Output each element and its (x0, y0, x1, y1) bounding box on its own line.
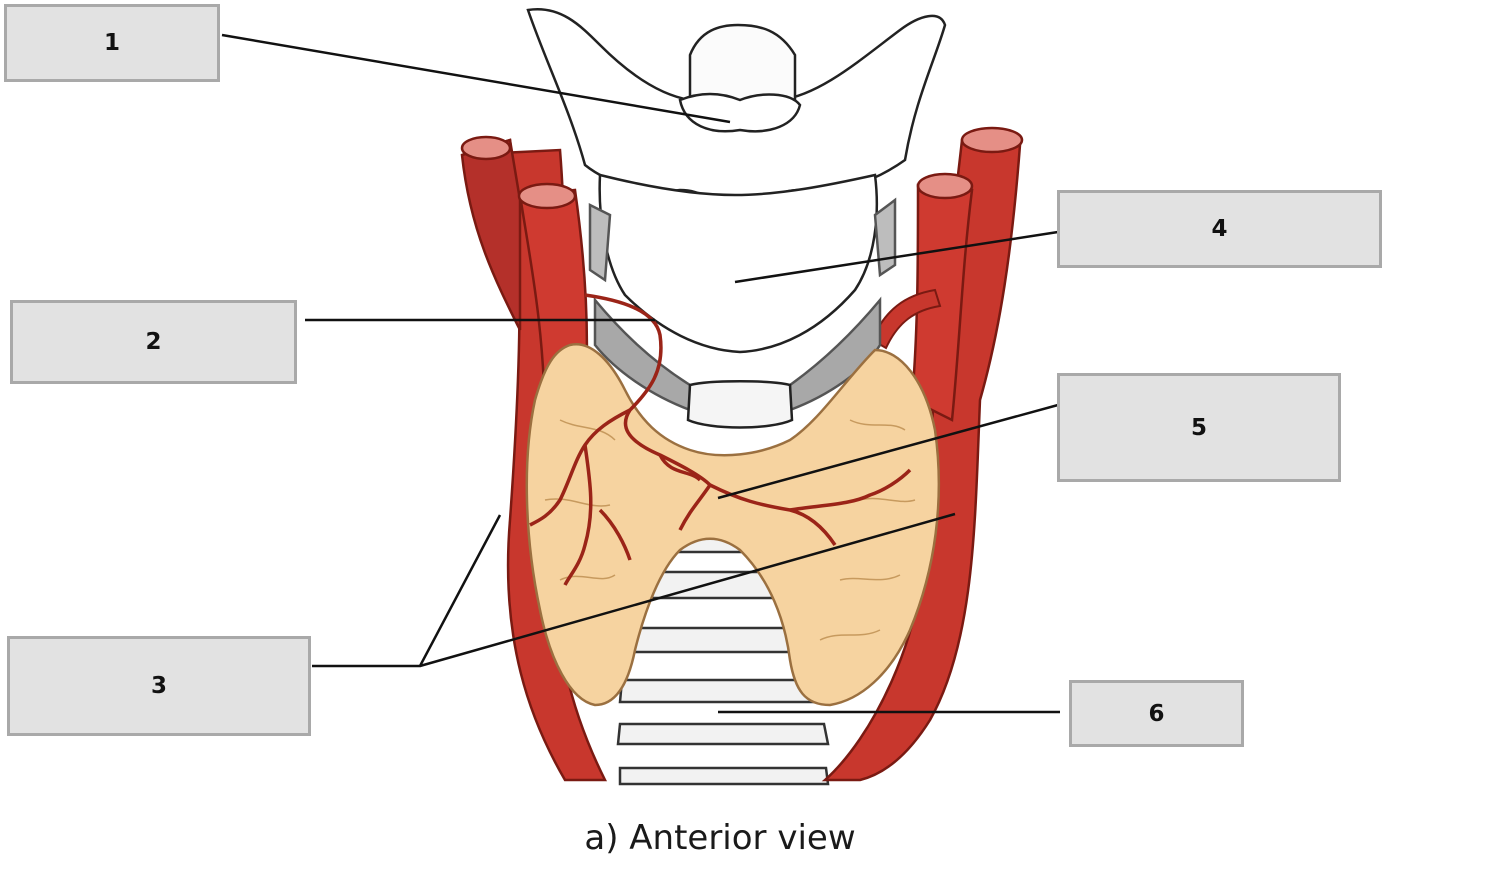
right-artery-lumen (916, 172, 974, 200)
thyroid-gland (525, 293, 941, 707)
left-artery-lumen (460, 135, 512, 161)
label-box-4[interactable]: 4 (1057, 190, 1382, 268)
leader-line-5 (717, 403, 1059, 500)
label-box-6[interactable]: 6 (1069, 680, 1244, 747)
left-artery-lumen (517, 182, 577, 210)
leader-lines (221, 33, 1060, 714)
leader-line-1 (221, 33, 731, 124)
label-text-4: 4 (1211, 216, 1228, 242)
label-text-5: 5 (1190, 414, 1207, 441)
figure-caption: a) Anterior view (584, 818, 856, 858)
label-text-3: 3 (150, 673, 167, 699)
larynx (526, 7, 947, 429)
label-box-1[interactable]: 1 (4, 4, 220, 82)
trachea-ring (616, 722, 830, 746)
lateral-muscle-left (588, 202, 612, 283)
label-text-1: 1 (103, 30, 120, 56)
label-text-6: 6 (1148, 700, 1165, 727)
right-artery-lumen (960, 126, 1024, 154)
label-text-2: 2 (145, 329, 162, 355)
cricoid-cartilage (686, 380, 794, 429)
hyoid-bone (678, 92, 802, 133)
thyroid-notch (688, 23, 797, 102)
right-internal-carotid-artery (910, 183, 974, 422)
trachea-ring (618, 766, 830, 786)
left-external-carotid-artery (460, 138, 522, 331)
label-box-3[interactable]: 3 (7, 636, 311, 736)
label-box-5[interactable]: 5 (1057, 373, 1341, 482)
thyroid-blood-vessels (529, 293, 912, 586)
leader-line-4 (734, 230, 1059, 284)
lateral-muscle-right (873, 197, 897, 278)
laryngeal-prominence (598, 173, 879, 354)
label-box-2[interactable]: 2 (10, 300, 297, 384)
leader-line-3 (312, 512, 956, 668)
thyroid-lobule-lines (544, 419, 916, 641)
